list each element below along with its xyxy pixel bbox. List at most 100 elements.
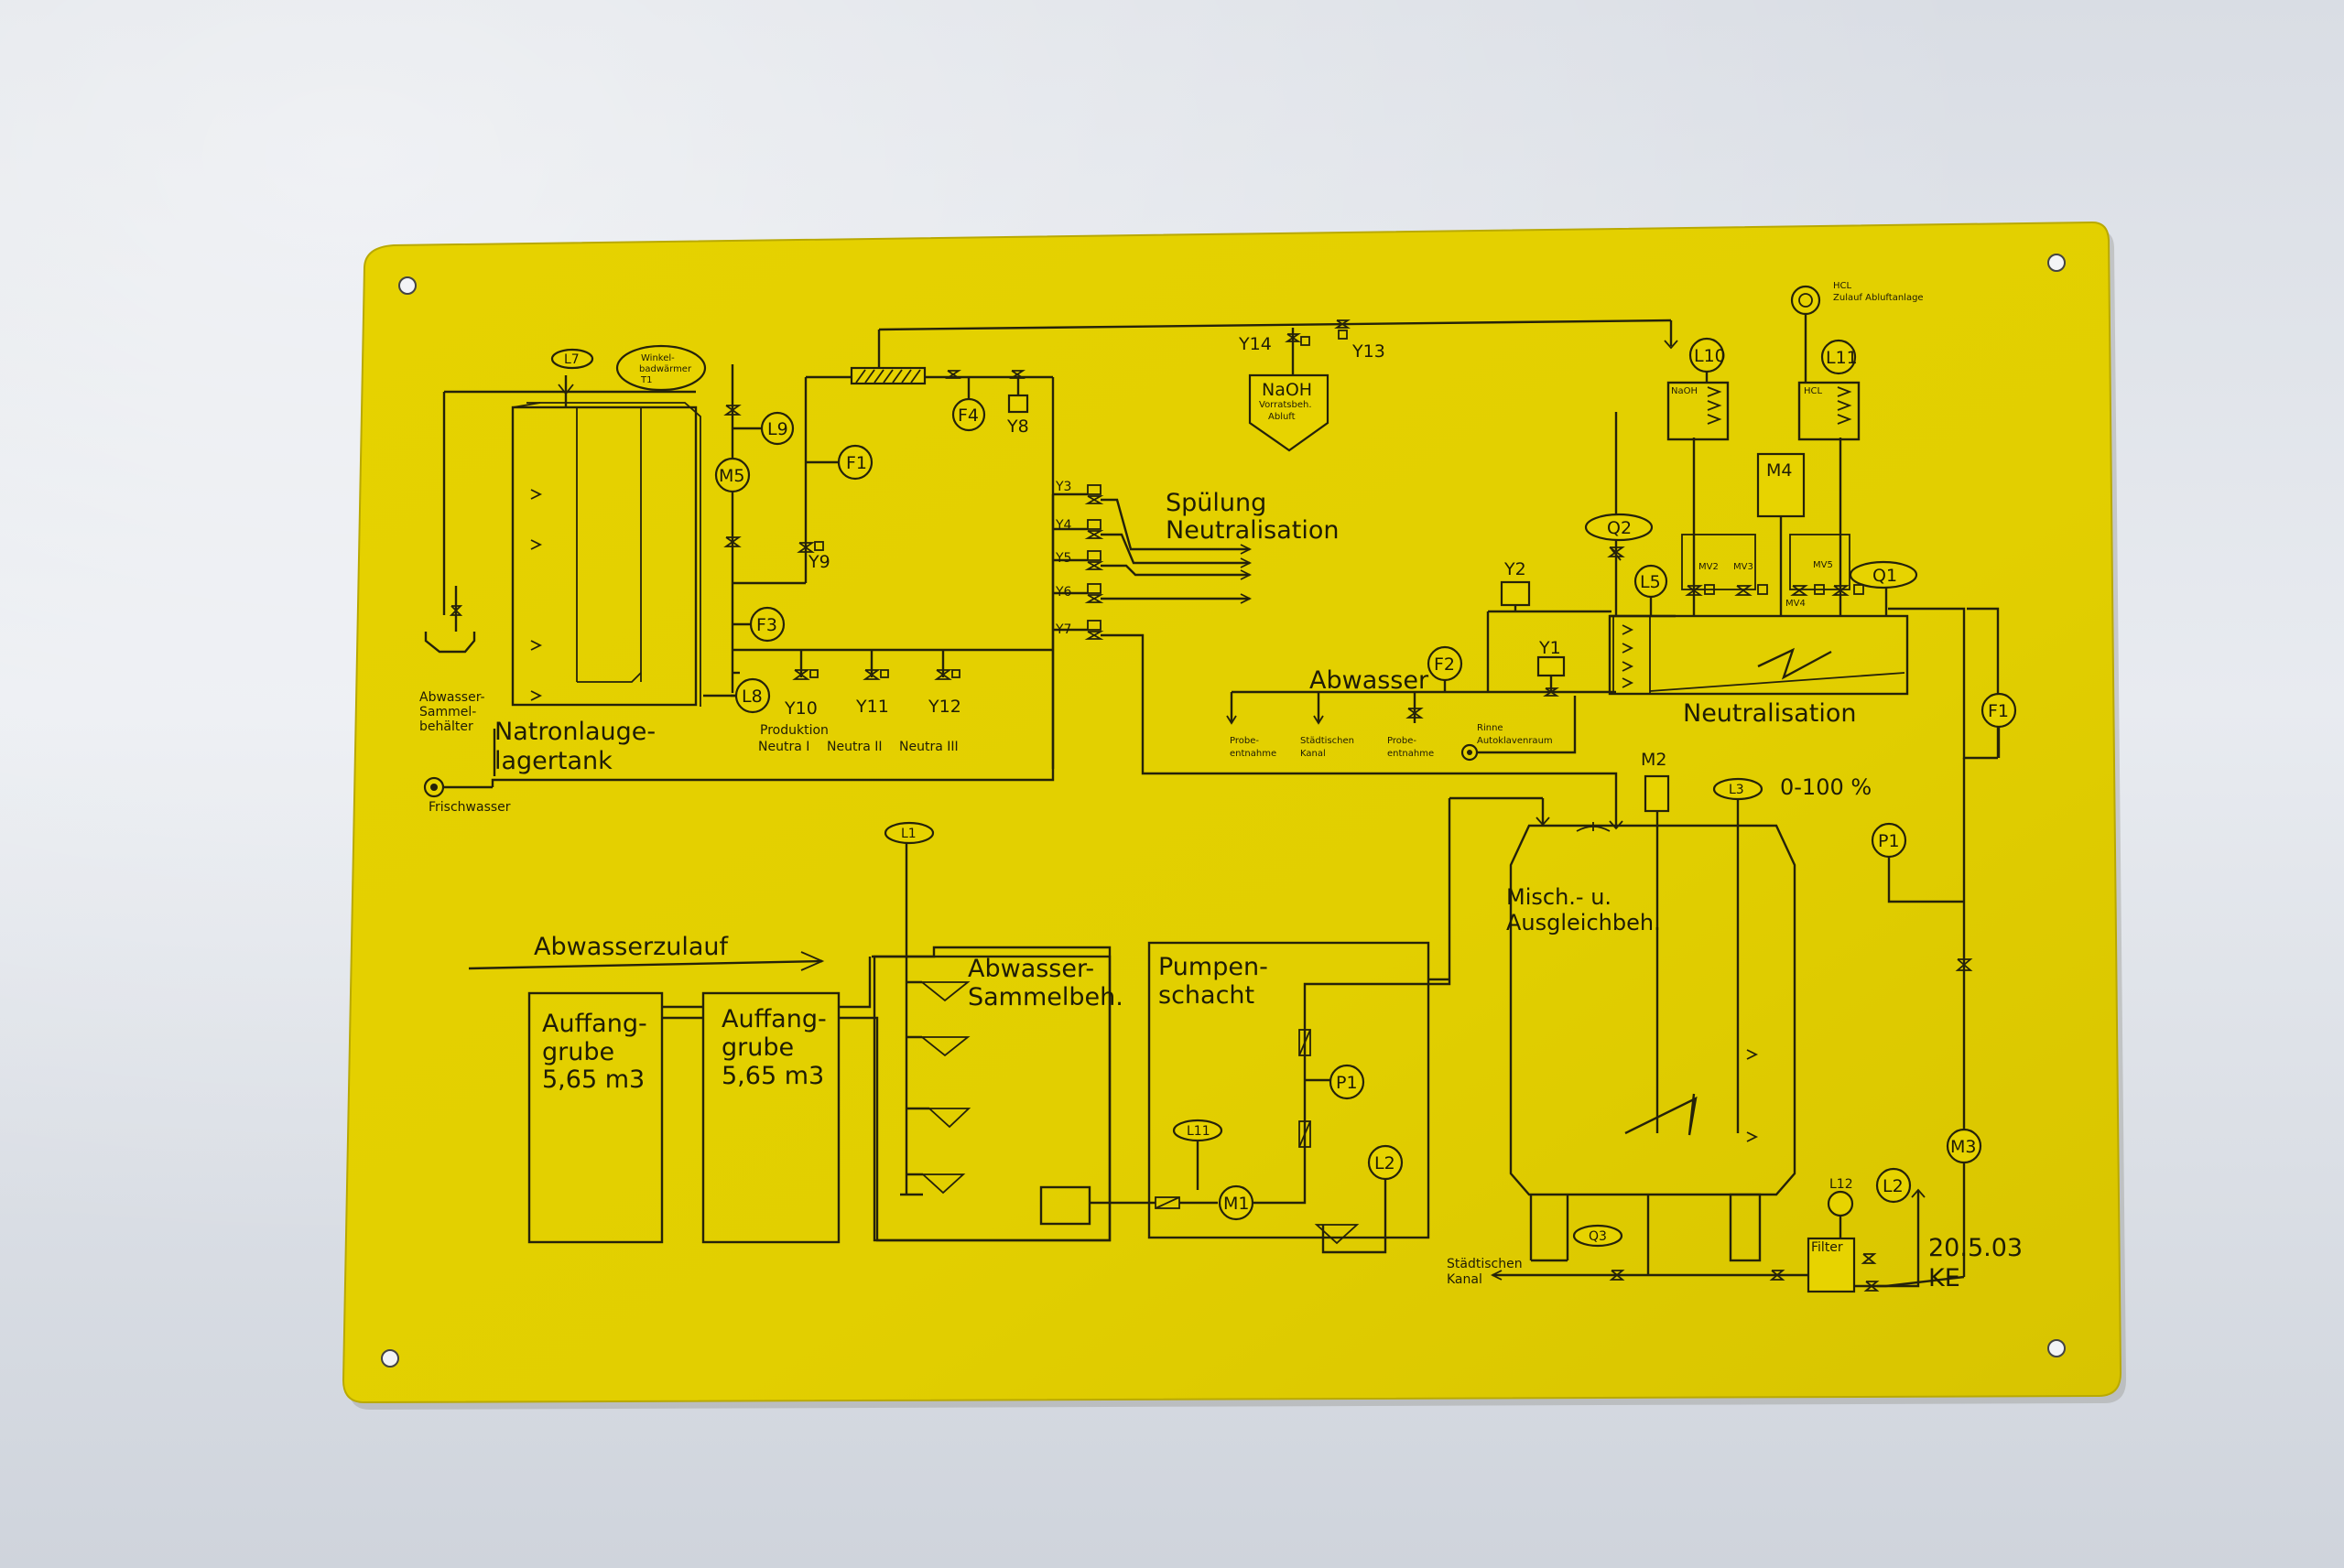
- tag-Y13: Y13: [1351, 341, 1385, 362]
- tag-F1-right: F1: [1988, 701, 2009, 721]
- label-winkel-1: Winkel-: [641, 353, 675, 363]
- tag-F1-upper: F1: [846, 453, 867, 473]
- label-abluft: Abluft: [1268, 412, 1296, 422]
- mounting-hole-icon: [2047, 254, 2066, 272]
- collector-bin-icon: [424, 632, 476, 654]
- yellow-plate: [342, 221, 2122, 1404]
- label-rinne-2: Autoklavenraum: [1477, 736, 1553, 746]
- tag-L2-pump: L2: [1374, 1153, 1395, 1173]
- Y8-valve: [1007, 394, 1029, 414]
- tag-Y2: Y2: [1503, 559, 1526, 579]
- spuelung-valves-group: [1051, 484, 1623, 830]
- tag-MV3: MV3: [1733, 562, 1753, 572]
- tag-L2-right: L2: [1883, 1176, 1904, 1196]
- label-vorrat: Vorratsbeh.: [1259, 400, 1312, 410]
- hcl-inlet-icon: [1790, 285, 1821, 316]
- hcl-dosing-tank: [1797, 381, 1861, 441]
- instrument-tags: L7 L9 M5 F1 F4 Y8 Y9 F3 L8 Y10 Y11 Y12 Y…: [564, 334, 2009, 1244]
- label-kanal-bottom-1: Städtischen: [1447, 1257, 1523, 1271]
- label-abw-sammelbeh-1: Abwasser-: [968, 955, 1094, 983]
- label-neutra-1: Neutra I: [758, 740, 809, 754]
- L2-right-tag: [1875, 1167, 1912, 1204]
- label-probe-b1: Probe-: [1387, 736, 1416, 746]
- tag-Y11: Y11: [855, 697, 889, 717]
- tag-L5: L5: [1640, 572, 1661, 592]
- natronlauge-tank-group: [423, 344, 1055, 798]
- Q2-tag: [1584, 513, 1654, 542]
- label-abwasser: Abwasser: [1309, 666, 1429, 695]
- pump-box: [1039, 1185, 1091, 1226]
- tag-L10: L10: [1694, 346, 1726, 366]
- M2-motor: [1644, 774, 1670, 813]
- tag-Y14: Y14: [1238, 334, 1272, 354]
- tag-L11-lower: L11: [1187, 1124, 1210, 1139]
- label-abw-sammel-3: behälter: [419, 719, 473, 734]
- tag-Y12: Y12: [928, 697, 961, 717]
- tag-Y5: Y5: [1055, 551, 1071, 566]
- tag-L7: L7: [564, 352, 580, 367]
- neutralisation-basin: [1608, 614, 1909, 696]
- auffanggrube-1: [527, 991, 664, 1244]
- tag-L9: L9: [767, 419, 788, 439]
- L11-upper-tag: [1820, 339, 1857, 375]
- right-column-group: [1871, 692, 2017, 1288]
- mischbehaelter-group: [1428, 774, 1886, 1293]
- label-neutra-3: Neutra III: [899, 740, 959, 754]
- tag-L8: L8: [742, 687, 763, 707]
- label-date: 20.5.03: [1928, 1234, 2023, 1262]
- winkelbadwaermer-icon: [615, 344, 707, 392]
- label-auffang1-3: 5,65 m3: [542, 1065, 645, 1094]
- label-kanal-bottom-2: Kanal: [1447, 1272, 1482, 1287]
- tag-Q2: Q2: [1607, 518, 1632, 538]
- tag-F4: F4: [958, 406, 979, 426]
- tag-L12: L12: [1829, 1177, 1853, 1192]
- label-hcl-small: HCL: [1804, 386, 1823, 396]
- abwasser-sammelbeh-group: [884, 821, 1180, 1226]
- tag-Y6: Y6: [1055, 585, 1072, 600]
- tag-F3: F3: [756, 615, 777, 635]
- tag-Q1: Q1: [1872, 566, 1897, 586]
- label-auffang1-2: grube: [542, 1038, 614, 1066]
- label-neutralisation-upper: Neutralisation: [1166, 516, 1340, 545]
- diagram-labels: Natronlauge- lagertank Abwasser- Sammel-…: [419, 281, 2023, 1292]
- misch-ausgleichbehaelter: [1509, 824, 1796, 1196]
- Y1-valve: [1536, 655, 1566, 677]
- L12-tag: [1827, 1190, 1854, 1217]
- Q3-tag: [1572, 1224, 1623, 1248]
- label-abw-sammel-2: Sammel-: [419, 705, 476, 719]
- tag-Y4: Y4: [1055, 518, 1072, 533]
- tag-Q3: Q3: [1589, 1229, 1607, 1244]
- label-staedt-2: Kanal: [1300, 749, 1326, 759]
- label-hcl: HCL: [1833, 281, 1852, 291]
- label-zulauf-abluft: Zulauf Abluftanlage: [1833, 293, 1924, 303]
- tag-L1: L1: [901, 827, 917, 841]
- label-range: 0-100 %: [1780, 774, 1872, 800]
- Y2-valve: [1500, 580, 1531, 607]
- neutralisation-group: [1226, 285, 2000, 762]
- label-neutralisation-basin: Neutralisation: [1683, 699, 1857, 728]
- label-neutra-2: Neutra II: [827, 740, 883, 754]
- label-initials: KE: [1928, 1264, 1960, 1292]
- label-naoh: NaOH: [1262, 380, 1312, 400]
- tag-P1-pump: P1: [1336, 1073, 1358, 1093]
- label-auffang2-2: grube: [722, 1033, 794, 1062]
- mounting-hole-icon: [381, 1349, 399, 1368]
- naoh-vorratsbehaelter: [1248, 373, 1329, 452]
- tag-MV4: MV4: [1785, 599, 1806, 609]
- tag-M1: M1: [1223, 1194, 1249, 1214]
- label-winkel-3: T1: [640, 375, 652, 385]
- label-natronlauge-2: lagertank: [494, 747, 613, 775]
- tag-M3: M3: [1950, 1137, 1976, 1157]
- auffanggrube-2: [701, 991, 841, 1244]
- label-natronlauge-1: Natronlauge-: [494, 718, 656, 746]
- label-probe-a2: entnahme: [1230, 749, 1276, 759]
- pumpenschacht: [1147, 941, 1430, 1239]
- tag-F2: F2: [1434, 654, 1455, 675]
- label-auffang2-3: 5,65 m3: [722, 1062, 824, 1090]
- tag-MV2: MV2: [1698, 562, 1719, 572]
- abwasser-sammelbehaelter: [873, 955, 1112, 1242]
- tag-M5: M5: [719, 466, 744, 486]
- auffanggrube-group: [468, 946, 1112, 1244]
